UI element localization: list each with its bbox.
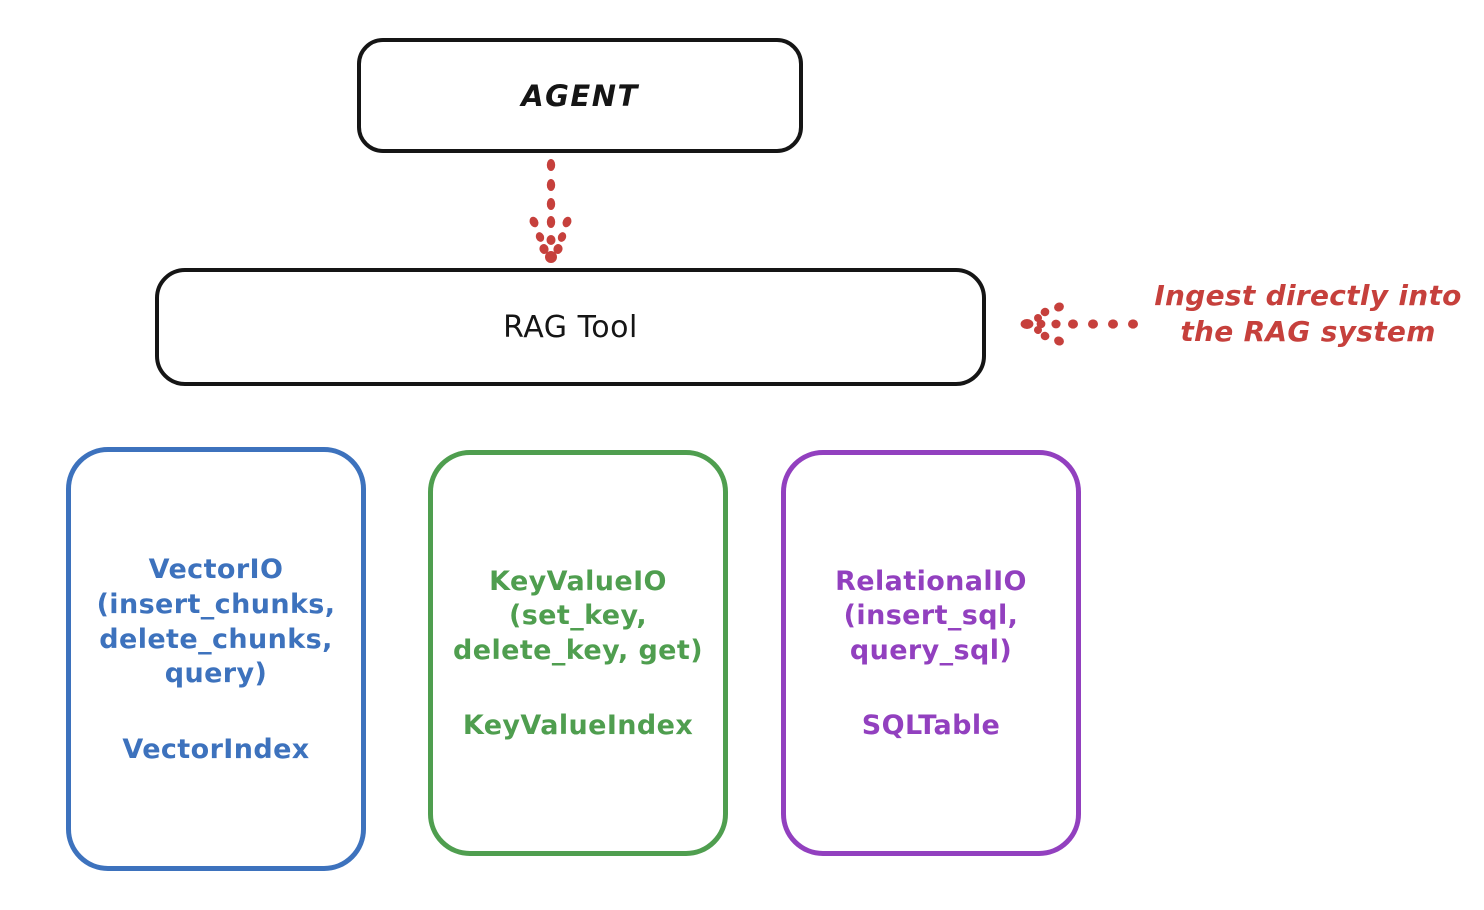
node-vector-io-title: VectorIO (insert_chunks, delete_chunks, … (96, 554, 336, 690)
node-relational-io-subtitle: SQLTable (861, 710, 1001, 742)
node-key-value-io-subtitle: KeyValueIndex (462, 710, 694, 742)
node-agent[interactable]: AGENT (357, 38, 803, 153)
annotation-ingest: Ingest directly into the RAG system (1154, 279, 1462, 349)
dotted-arrow-left-icon (1020, 302, 1138, 346)
node-vector-io-subtitle: VectorIndex (122, 733, 310, 765)
node-rag-tool-label: RAG Tool (503, 309, 638, 345)
node-rag-tool[interactable]: RAG Tool (155, 268, 986, 386)
node-vector-io[interactable]: VectorIO (insert_chunks, delete_chunks, … (66, 447, 366, 871)
node-relational-io-title: RelationalIO (insert_sql, query_sql) (835, 565, 1027, 666)
node-relational-io[interactable]: RelationalIO (insert_sql, query_sql) SQL… (781, 450, 1081, 856)
node-key-value-io-title: KeyValueIO (set_key, delete_key, get) (453, 565, 703, 666)
node-agent-label: AGENT (521, 78, 639, 113)
dotted-arrow-down-icon (529, 159, 572, 263)
node-key-value-io[interactable]: KeyValueIO (set_key, delete_key, get) Ke… (428, 450, 728, 856)
